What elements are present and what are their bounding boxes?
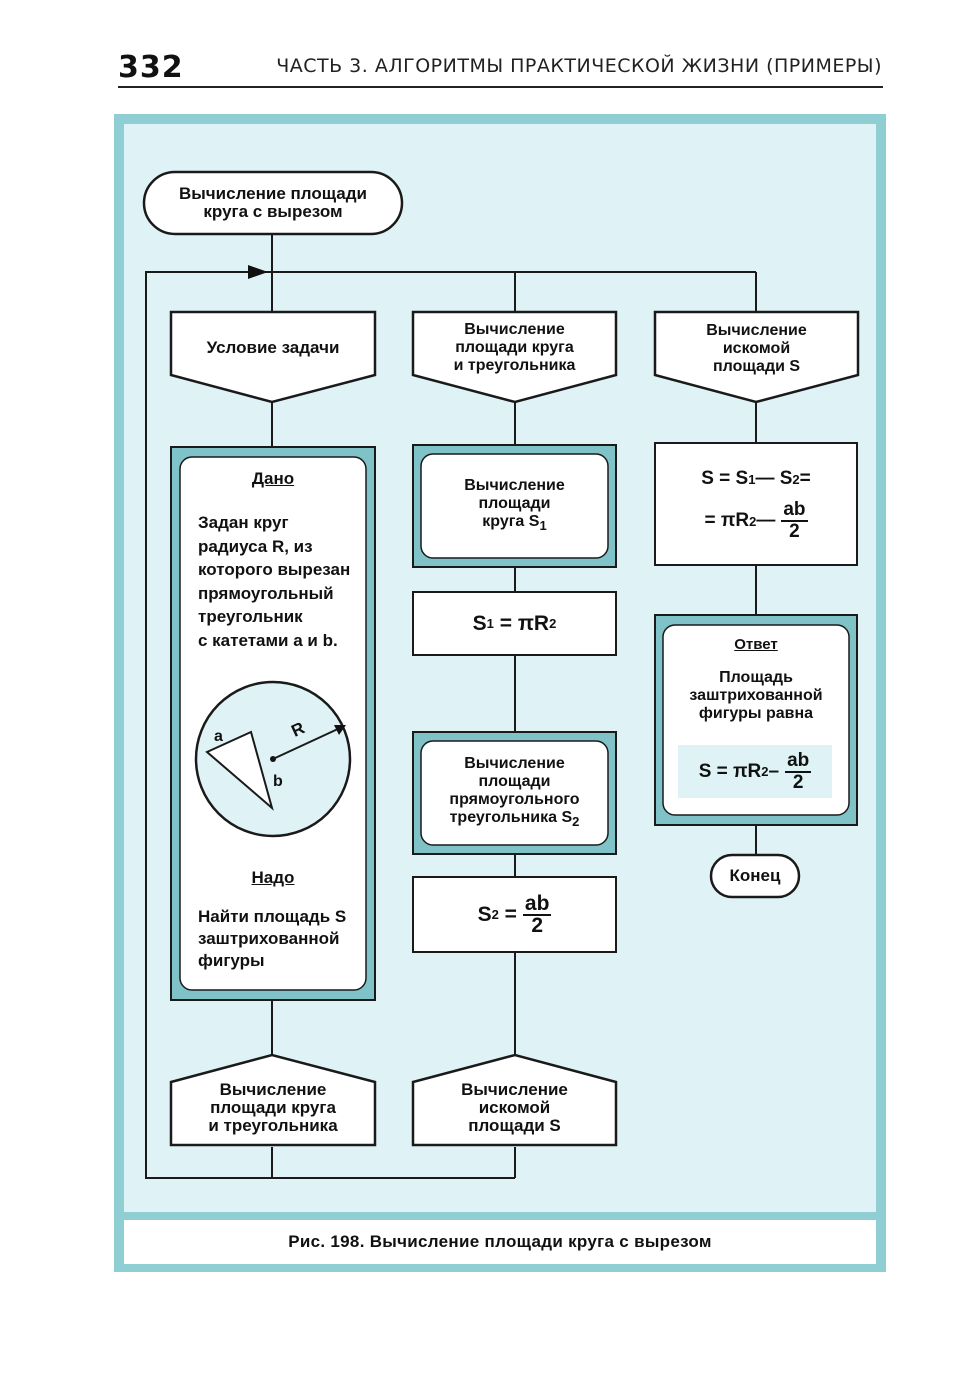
label-b: b — [273, 773, 283, 790]
col3-header-shape — [653, 310, 860, 404]
connector-loop — [145, 271, 273, 1179]
running-title: ЧАСТЬ 3. АЛГОРИТМЫ ПРАКТИЧЕСКОЙ ЖИЗНИ (П… — [276, 55, 882, 77]
need-text: Найти площадь S заштрихованной фигуры — [198, 907, 347, 970]
figure-caption: Рис. 198. Вычисление площади круга с выр… — [288, 1232, 712, 1251]
answer-heading: Ответ — [734, 636, 778, 653]
col1-header-shape — [169, 310, 377, 404]
col2-header-label: Вычисление площади круга и треугольника — [453, 321, 576, 374]
formula-s1-box — [412, 591, 617, 656]
need-heading: Надо — [251, 868, 295, 887]
triangle-area-label: Вычисление площади прямоугольного треуго… — [449, 755, 580, 829]
col2-footer-shape — [411, 1053, 618, 1147]
formula-s-box — [654, 442, 858, 566]
col2-header-shape — [411, 310, 618, 404]
given-text: Задан круг радиуса R, из которого выреза… — [198, 513, 351, 650]
col1-header-label: Условие задачи — [206, 338, 340, 357]
page-number: 332 — [118, 50, 184, 85]
header-rule — [118, 86, 883, 88]
col2-footer-label: Вычисление искомой площади S — [461, 1079, 568, 1135]
col1-footer-shape — [169, 1053, 377, 1147]
caption-box: Рис. 198. Вычисление площади круга с выр… — [124, 1220, 876, 1264]
col1-footer-label: Вычисление площади круга и треугольника — [208, 1079, 338, 1135]
arrow-loop-head — [248, 265, 268, 279]
end-label: Конец — [729, 866, 781, 885]
circle-area-label: Вычисление площади круга S1 — [464, 477, 565, 533]
triangle-area-inner — [420, 740, 609, 846]
radius-arrowhead — [334, 725, 346, 735]
formula-s2-box — [412, 876, 617, 953]
radius-line — [272, 727, 341, 760]
circle-area-inner — [420, 453, 609, 559]
answer-text: Площадь заштрихованной фигуры равна — [689, 669, 823, 722]
given-heading: Дано — [251, 469, 295, 488]
end-terminator — [709, 853, 801, 899]
start-label: Вычисление площади круга с вырезом — [179, 184, 367, 221]
col3-header-label: Вычисление искомой площади S — [706, 322, 807, 375]
start-terminator — [142, 170, 404, 236]
cutout-triangle — [205, 730, 274, 811]
label-a: a — [214, 728, 223, 745]
